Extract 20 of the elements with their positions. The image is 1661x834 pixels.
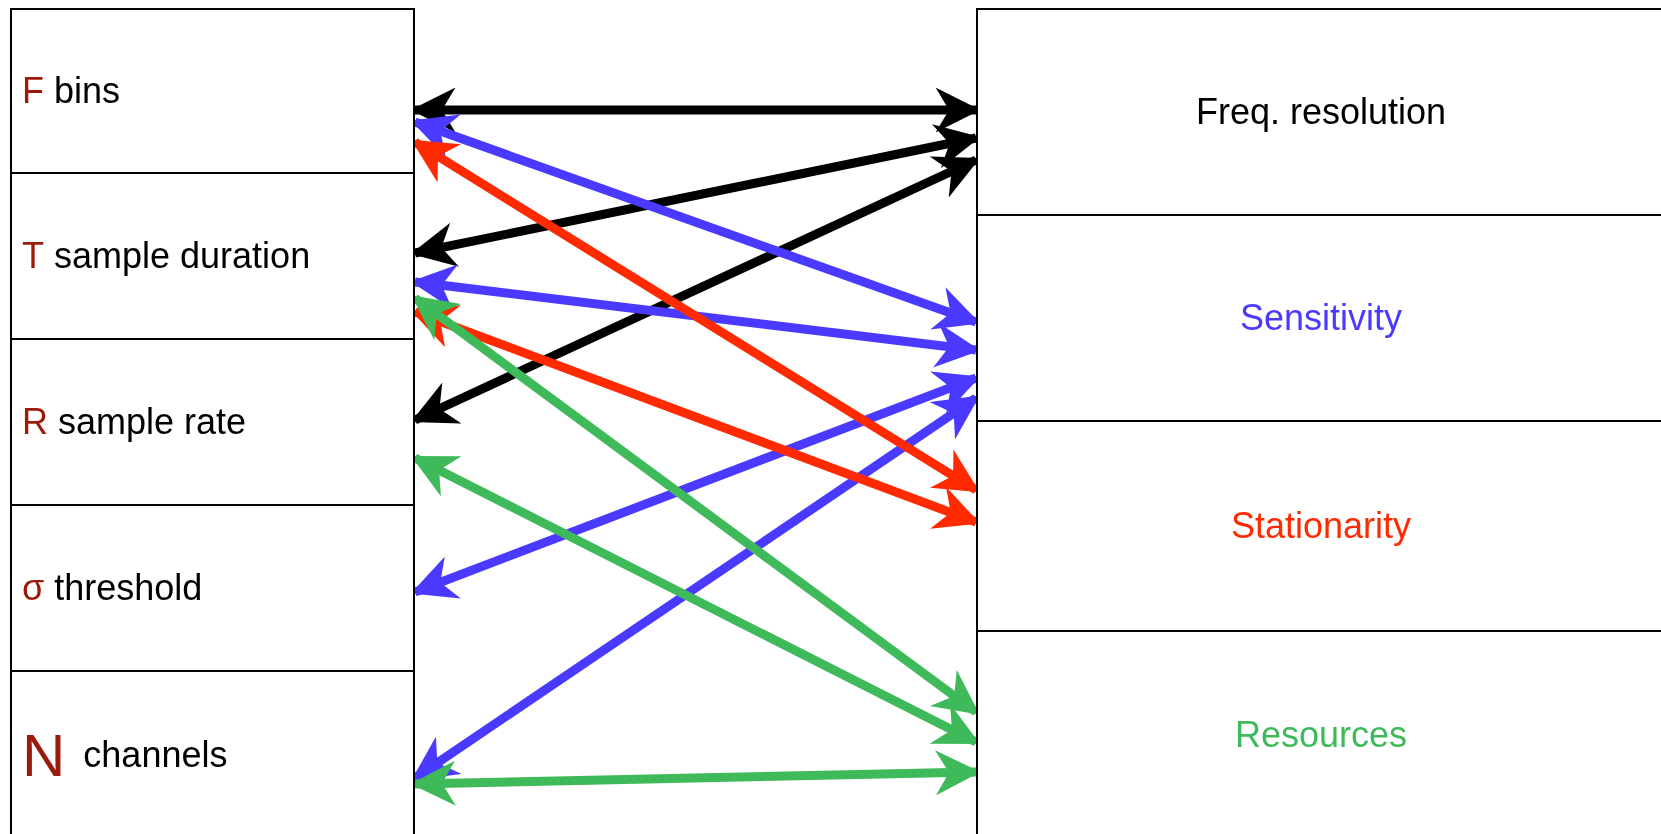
parameter-label: sample duration <box>54 235 311 277</box>
parameter-box <box>10 338 415 506</box>
property-label: Resources <box>1234 714 1408 756</box>
variable-symbol: σ <box>22 567 45 609</box>
property-label: Freq. resolution <box>1195 91 1447 133</box>
parameter-box <box>10 670 415 834</box>
property-label: Stationarity <box>1230 505 1412 547</box>
variable-symbol: R <box>22 401 48 443</box>
parameter-label: sample rate <box>58 401 247 443</box>
parameter-label: bins <box>54 70 121 112</box>
variable-symbol: T <box>22 235 44 277</box>
variable-symbol: N <box>22 720 66 790</box>
property-box <box>976 8 1661 216</box>
parameter-box <box>10 8 415 174</box>
variable-symbol: F <box>22 70 44 112</box>
property-label: Sensitivity <box>1239 297 1403 339</box>
parameter-box <box>10 504 415 672</box>
parameter-label: channels <box>83 734 228 776</box>
parameter-box <box>10 172 415 340</box>
parameter-label: threshold <box>54 567 203 609</box>
